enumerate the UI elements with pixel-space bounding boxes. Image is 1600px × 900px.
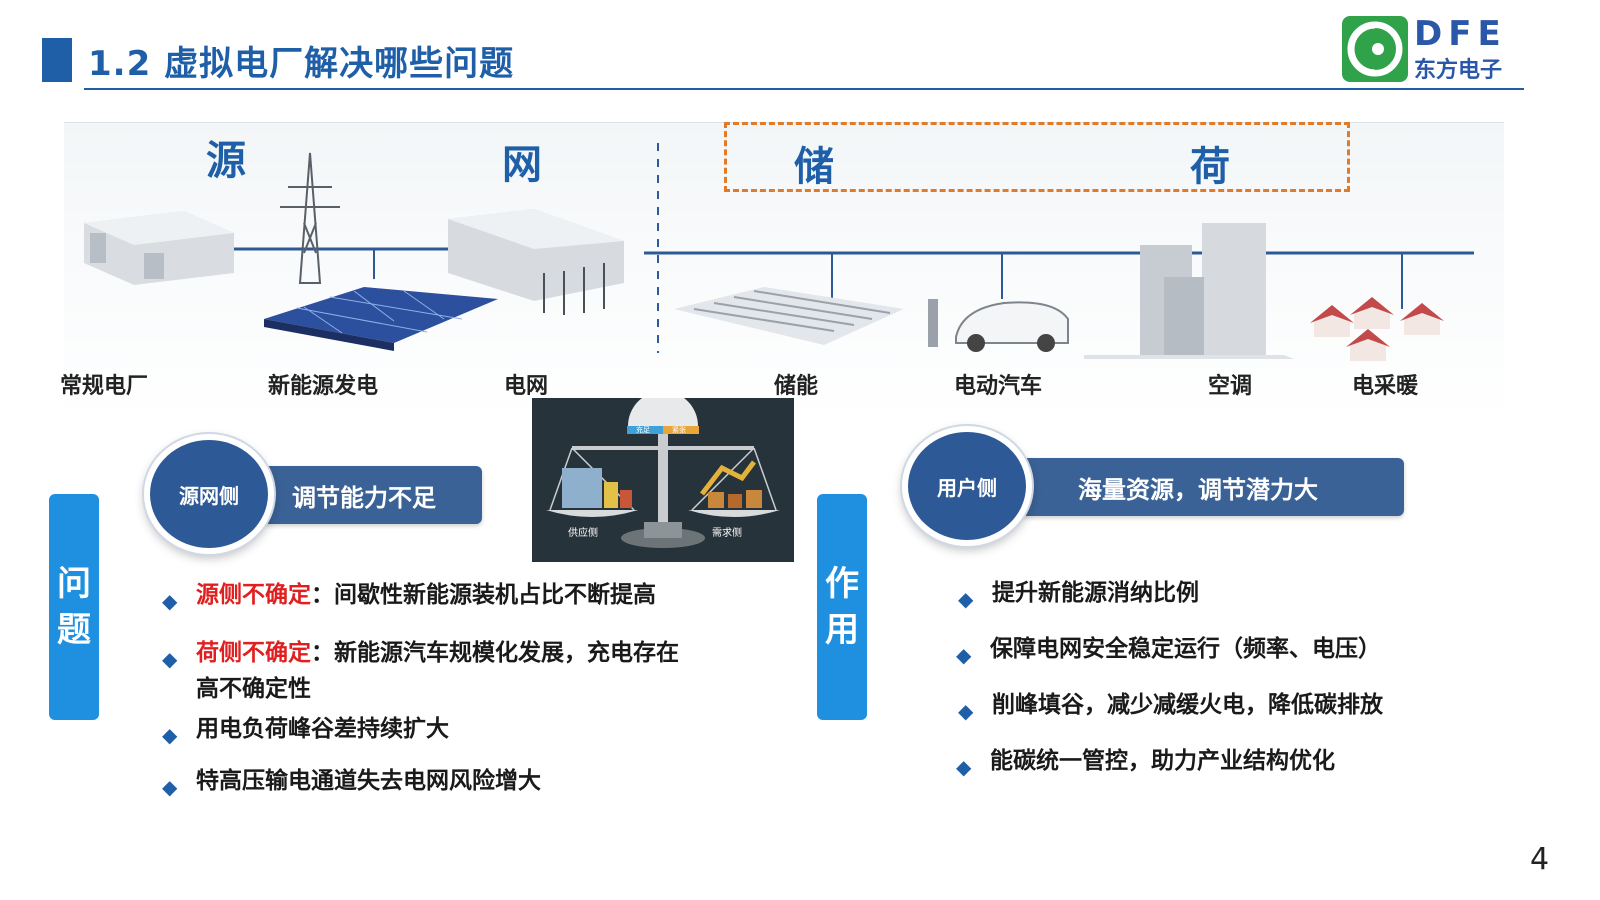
- node-label-ac: 空调: [1208, 374, 1253, 399]
- power-system-illustration: [64, 122, 1504, 418]
- effect-text-4: 能碳统一管控，助力产业结构优化: [990, 748, 1335, 774]
- diamond-bullet-icon: ◆: [958, 699, 974, 723]
- source-grid-circle-label: 源网侧: [179, 483, 239, 508]
- problem-highlight-2: 荷侧不确定: [196, 640, 311, 666]
- problems-tab-char-2: 题: [57, 610, 91, 650]
- substation-icon: [448, 209, 624, 315]
- diamond-bullet-icon: ◆: [958, 587, 974, 611]
- diamond-bullet-icon: ◆: [162, 775, 178, 799]
- page-number: 4: [1530, 842, 1550, 877]
- supply-demand-balance-image: 充足 紧张 供应侧 需求侧: [532, 391, 794, 562]
- energy-storage-icon: [674, 287, 904, 345]
- title-divider: [84, 88, 1524, 90]
- problem-text-3: 用电负荷峰谷差持续扩大: [196, 716, 449, 742]
- category-grid: 网: [502, 142, 542, 188]
- effect-text-2: 保障电网安全稳定运行（频率、电压）: [990, 636, 1381, 662]
- node-label-ev: 电动汽车: [954, 374, 1043, 399]
- diamond-bullet-icon: ◆: [162, 589, 178, 613]
- node-label-grid: 电网: [504, 374, 549, 399]
- scale-top-left-label: 充足: [636, 425, 650, 434]
- diamond-bullet-icon: ◆: [162, 723, 178, 747]
- effect-text-3: 削峰填谷，减少减缓火电，降低碳排放: [992, 692, 1383, 718]
- node-label-conventional-plant: 常规电厂: [60, 374, 149, 399]
- storage-load-dashed-box: [724, 122, 1350, 192]
- houses-icon: [1310, 297, 1444, 361]
- logo-subtitle: 东方电子: [1414, 58, 1503, 83]
- electric-car-icon: [928, 299, 1069, 352]
- source-grid-pill-label: 调节能力不足: [292, 483, 436, 512]
- effects-tab-char-2: 用: [825, 610, 859, 650]
- user-side-pill-label: 海量资源，调节潜力大: [1078, 475, 1318, 504]
- user-side-circle-label: 用户侧: [937, 475, 997, 500]
- logo-text: DFE: [1414, 14, 1507, 54]
- problem-text-2: ：新能源汽车规模化发展，充电存在: [311, 640, 679, 666]
- dfe-logo-icon: [1342, 16, 1408, 82]
- diamond-bullet-icon: ◆: [956, 755, 972, 779]
- effects-tab-char-1: 作: [825, 564, 859, 604]
- user-side-circle: 用户侧: [902, 426, 1032, 546]
- source-grid-circle: 源网侧: [144, 434, 274, 554]
- node-label-electric-heating: 电采暖: [1352, 374, 1419, 399]
- scene-graphics: [84, 143, 1474, 361]
- category-storage: 储: [794, 144, 834, 190]
- scale-top-right-label: 紧张: [672, 425, 686, 434]
- category-source: 源: [206, 138, 246, 184]
- scale-demand-label: 需求侧: [712, 526, 742, 539]
- title-accent-bar: [42, 38, 72, 82]
- node-label-storage: 储能: [774, 374, 819, 399]
- diamond-bullet-icon: ◆: [956, 643, 972, 667]
- effects-tab: 作 用: [817, 494, 867, 720]
- transmission-tower-icon: [280, 152, 340, 284]
- node-label-renewable: 新能源发电: [268, 374, 379, 399]
- scale-supply-label: 供应侧: [568, 526, 598, 539]
- problem-highlight-1: 源侧不确定: [196, 582, 311, 608]
- solar-panel-icon: [264, 287, 498, 351]
- page-title: 1.2 虚拟电厂解决哪些问题: [88, 44, 515, 84]
- diamond-bullet-icon: ◆: [162, 647, 178, 671]
- balance-scale-icon: 充足 紧张 供应侧 需求侧: [532, 391, 794, 562]
- problem-text-1: ：间歇性新能源装机占比不断提高: [311, 582, 656, 608]
- category-load: 荷: [1190, 144, 1230, 190]
- problem-text-4: 特高压输电通道失去电网风险增大: [196, 768, 541, 794]
- power-plant-icon: [84, 211, 234, 285]
- effect-text-1: 提升新能源消纳比例: [992, 580, 1199, 606]
- user-side-pill: 海量资源，调节潜力大: [970, 458, 1404, 516]
- buildings-icon: [1084, 223, 1294, 359]
- problem-text-2-cont: 高不确定性: [196, 676, 311, 702]
- problems-tab-char-1: 问: [57, 564, 91, 604]
- problems-tab: 问 题: [49, 494, 99, 720]
